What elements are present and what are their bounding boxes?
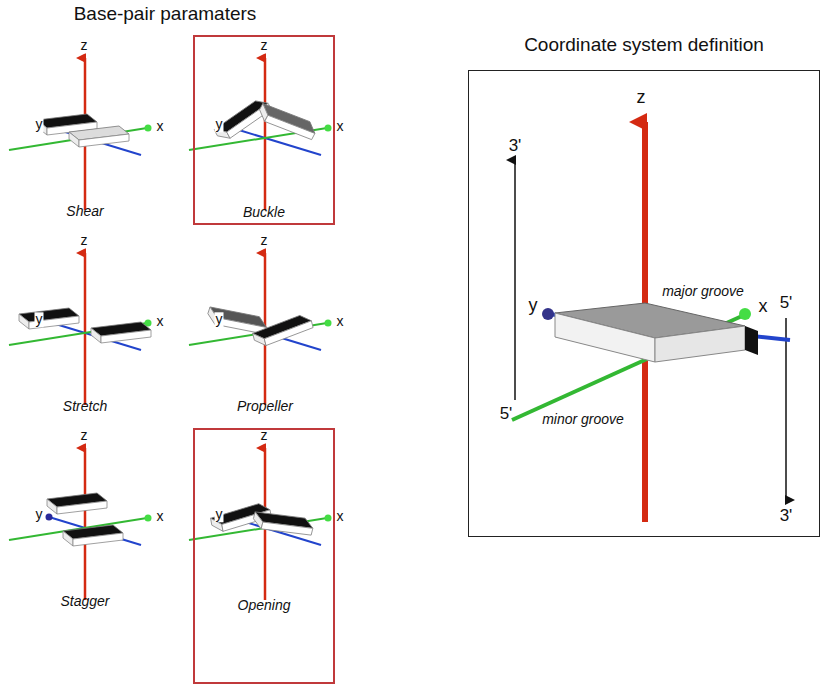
base-slab — [101, 330, 151, 343]
parameter-figure — [9, 253, 152, 405]
base-slab — [47, 493, 107, 514]
strand-arrow — [514, 160, 516, 400]
axis-end — [325, 515, 332, 522]
strand-end: 5' — [779, 294, 794, 313]
base-slab — [79, 134, 129, 147]
parameter-figure — [9, 58, 152, 210]
axis-label: z — [260, 233, 269, 248]
base-slab — [73, 533, 123, 546]
axis-label: x — [156, 314, 165, 329]
base-slab — [63, 525, 123, 546]
axis-label: x — [336, 119, 345, 134]
base-slab — [655, 326, 745, 362]
base-slab — [555, 313, 655, 362]
coordinate-figure — [512, 122, 790, 522]
axis-end — [145, 125, 152, 132]
axis-label: z — [80, 38, 89, 53]
title: Base-pair paramaters — [73, 4, 258, 25]
axis-label: y — [215, 507, 224, 522]
axis-end — [325, 125, 332, 132]
axis-label: y — [35, 312, 44, 327]
panel-heading: Coordinate system definition — [524, 35, 764, 56]
parameter-name: Shear — [65, 204, 104, 219]
axis-label: y — [35, 507, 44, 522]
z-axis — [264, 58, 267, 210]
axis-end — [739, 308, 751, 320]
axis-label: y — [35, 117, 44, 132]
parameter-figure — [9, 448, 152, 600]
axis-label: x — [758, 297, 769, 317]
base-slab — [69, 132, 79, 147]
z-axis — [84, 253, 87, 405]
base-slab — [91, 322, 151, 343]
axis-label: y — [528, 296, 539, 316]
axis-end — [46, 514, 53, 521]
base-slab — [63, 531, 73, 546]
strand-arrow — [785, 318, 787, 500]
base-slab — [19, 314, 29, 329]
base-slab — [211, 96, 274, 143]
axis-label: z — [80, 428, 89, 443]
parameter-name: Stretch — [62, 399, 108, 414]
axis-label: y — [215, 312, 224, 327]
parameter-name: Propeller — [236, 399, 294, 414]
axis-label: z — [260, 38, 269, 53]
strand-end: 3' — [779, 507, 794, 526]
base-slab — [57, 501, 107, 514]
base-slab — [745, 326, 758, 355]
axis-end — [145, 515, 152, 522]
x-axis — [9, 518, 147, 540]
axis-label: x — [156, 509, 165, 524]
axis-end — [325, 320, 332, 327]
base-slab — [19, 308, 79, 329]
groove-label: major groove — [661, 284, 745, 299]
axis-label: x — [156, 119, 165, 134]
axis-label: z — [636, 88, 647, 108]
axis-label: x — [336, 314, 345, 329]
parameter-figure — [189, 448, 332, 600]
axis-label: x — [336, 509, 345, 524]
parameter-name: Opening — [238, 598, 291, 613]
definition-panel: Coordinate system definition — [468, 70, 820, 537]
parameter-figure — [189, 58, 332, 210]
parameter-name: Buckle — [243, 205, 285, 220]
groove-label: minor groove — [541, 412, 625, 427]
axis-label: z — [80, 233, 89, 248]
base-slab — [261, 516, 313, 541]
axis-label: y — [215, 117, 224, 132]
base-slab — [47, 499, 57, 514]
parameter-figure — [189, 253, 332, 405]
base-slab — [263, 321, 315, 346]
base-slab — [251, 506, 314, 541]
parameter-name: Stagger — [59, 594, 110, 609]
strand-end: 5' — [499, 405, 514, 424]
z-axis — [84, 448, 87, 600]
highlight-box: Opening — [193, 428, 335, 684]
base-slab — [91, 328, 101, 343]
base-slab — [253, 331, 266, 348]
axis-end — [542, 308, 554, 320]
axis-label: z — [260, 428, 269, 443]
strand-end: 3' — [508, 137, 523, 156]
base-slab — [69, 126, 129, 147]
base-slab — [265, 110, 315, 145]
highlight-box: Buckle — [193, 35, 335, 225]
base-slab — [256, 98, 319, 145]
base-slab — [251, 313, 314, 348]
